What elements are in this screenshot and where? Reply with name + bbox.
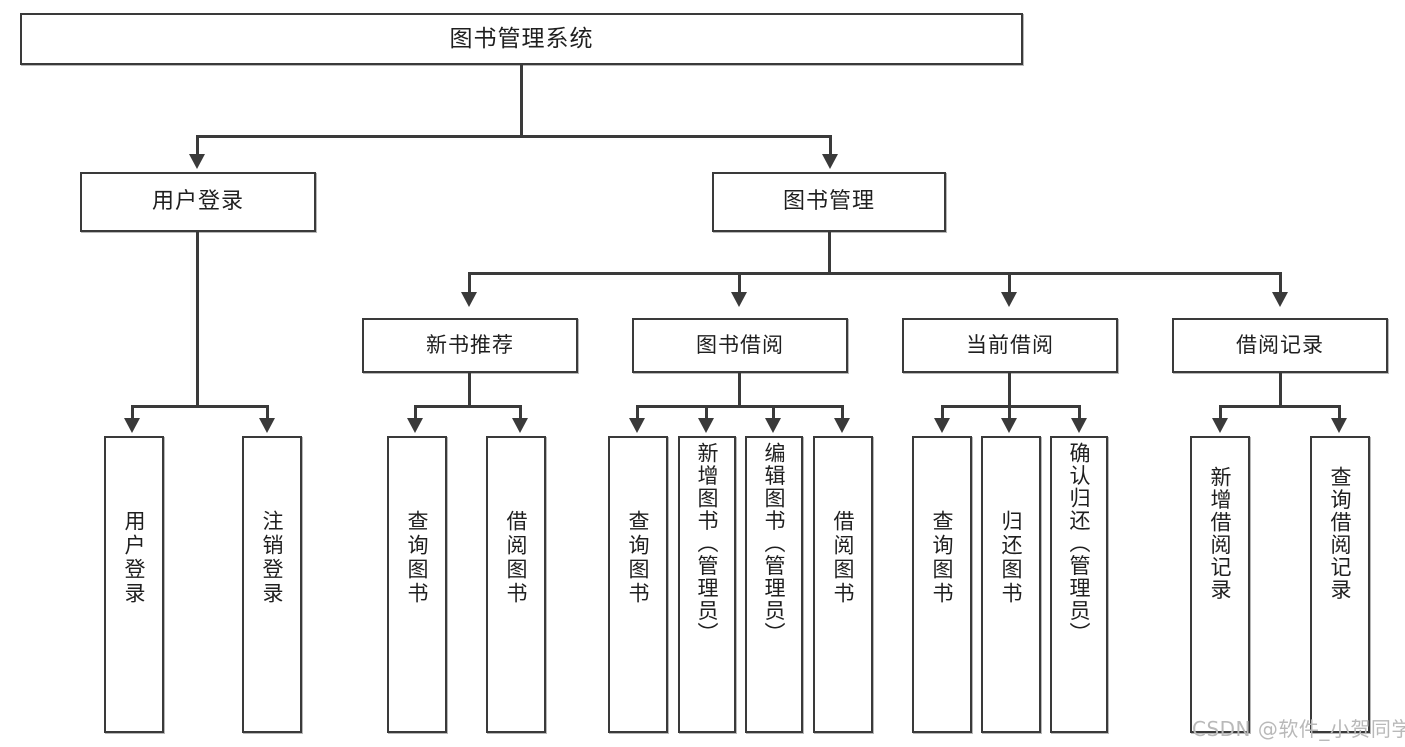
leaf-logout[interactable]: 注销登录 <box>242 436 302 733</box>
connector-level3-bus <box>468 272 1282 275</box>
connector-new-book-drop-1 <box>414 405 417 420</box>
connector-new-book-stem <box>468 373 471 407</box>
connector-book-borrow-bus <box>636 405 844 408</box>
arrow-to-leaf-borrow-book-2 <box>834 418 850 433</box>
csdn-watermark: CSDN @软件_小贺同学 <box>1192 717 1405 741</box>
arrow-to-borrow-records <box>1272 292 1288 307</box>
node-label: 当前借阅 <box>966 333 1054 358</box>
leaf-label: 查询图书 <box>626 510 651 606</box>
node-label: 用户登录 <box>151 189 244 215</box>
node-label: 新书推荐 <box>426 333 514 358</box>
arrow-to-leaf-logout <box>259 418 275 433</box>
leaf-label: 查询图书 <box>405 510 430 606</box>
connector-borrow-records-stem <box>1279 373 1282 407</box>
arrow-to-book-manage <box>822 154 838 169</box>
leaf-label: 确认归还（管理员） <box>1067 442 1092 645</box>
leaf-label: 用户登录 <box>122 510 147 606</box>
leaf-query-book-recommend[interactable]: 查询图书 <box>387 436 447 733</box>
arrow-to-current-borrow <box>1001 292 1017 307</box>
arrow-to-leaf-add-record <box>1212 418 1228 433</box>
connector-book-manage-stem <box>828 232 831 274</box>
leaf-edit-book-admin[interactable]: 编辑图书（管理员） <box>745 436 803 733</box>
connector-borrow-records-drop-1 <box>1219 405 1222 420</box>
connector-book-borrow-drop-4 <box>841 405 844 420</box>
leaf-label: 新增借阅记录 <box>1208 466 1233 601</box>
leaf-label: 查询图书 <box>930 510 955 606</box>
leaf-user-login[interactable]: 用户登录 <box>104 436 164 733</box>
arrow-to-leaf-query-book-2 <box>629 418 645 433</box>
connector-level3-drop-1 <box>468 272 471 294</box>
connector-user-login-drop-2 <box>266 405 269 420</box>
leaf-add-book-admin[interactable]: 新增图书（管理员） <box>678 436 736 733</box>
arrow-to-leaf-add-book <box>698 418 714 433</box>
leaf-borrow-book-recommend[interactable]: 借阅图书 <box>486 436 546 733</box>
leaf-confirm-return-admin[interactable]: 确认归还（管理员） <box>1050 436 1108 733</box>
connector-current-borrow-stem <box>1008 373 1011 407</box>
connector-root-drop-left <box>196 135 199 156</box>
arrow-to-leaf-query-book-1 <box>407 418 423 433</box>
node-label: 图书管理系统 <box>449 25 594 52</box>
node-label: 图书管理 <box>782 189 875 215</box>
node-root-system[interactable]: 图书管理系统 <box>20 13 1023 65</box>
node-label: 图书借阅 <box>696 333 784 358</box>
connector-root-drop-right <box>829 135 832 156</box>
connector-level3-drop-3 <box>1008 272 1011 294</box>
arrow-to-leaf-return-book <box>1001 418 1017 433</box>
connector-user-login-drop-1 <box>131 405 134 420</box>
node-current-borrow[interactable]: 当前借阅 <box>902 318 1118 373</box>
node-book-borrow[interactable]: 图书借阅 <box>632 318 848 373</box>
connector-book-borrow-drop-1 <box>636 405 639 420</box>
connector-current-borrow-drop-1 <box>941 405 944 420</box>
arrow-to-leaf-confirm-return <box>1071 418 1087 433</box>
connector-borrow-records-drop-2 <box>1338 405 1341 420</box>
leaf-query-book-current[interactable]: 查询图书 <box>912 436 972 733</box>
connector-book-borrow-stem <box>738 373 741 407</box>
connector-user-login-stem <box>196 232 199 407</box>
leaf-add-borrow-record[interactable]: 新增借阅记录 <box>1190 436 1250 733</box>
node-borrow-records[interactable]: 借阅记录 <box>1172 318 1388 373</box>
node-user-login[interactable]: 用户登录 <box>80 172 316 232</box>
leaf-label: 查询借阅记录 <box>1328 466 1353 601</box>
arrow-to-leaf-borrow-book-1 <box>512 418 528 433</box>
connector-book-borrow-drop-3 <box>772 405 775 420</box>
arrow-to-leaf-user-login <box>124 418 140 433</box>
leaf-query-borrow-record[interactable]: 查询借阅记录 <box>1310 436 1370 733</box>
connector-user-login-bus <box>131 405 268 408</box>
node-label: 借阅记录 <box>1236 333 1324 358</box>
leaf-label: 借阅图书 <box>831 510 856 606</box>
connector-current-borrow-bus <box>941 405 1081 408</box>
connector-current-borrow-drop-2 <box>1008 405 1011 420</box>
node-new-book-recommend[interactable]: 新书推荐 <box>362 318 578 373</box>
connector-level3-drop-4 <box>1279 272 1282 294</box>
connector-borrow-records-bus <box>1219 405 1341 408</box>
connector-new-book-bus <box>414 405 522 408</box>
leaf-return-book[interactable]: 归还图书 <box>981 436 1041 733</box>
leaf-label: 注销登录 <box>260 510 285 606</box>
leaf-borrow-book[interactable]: 借阅图书 <box>813 436 873 733</box>
connector-current-borrow-drop-3 <box>1078 405 1081 420</box>
arrow-to-leaf-query-book-3 <box>934 418 950 433</box>
arrow-to-book-borrow <box>731 292 747 307</box>
connector-new-book-drop-2 <box>519 405 522 420</box>
connector-book-borrow-drop-2 <box>705 405 708 420</box>
connector-root-stem <box>520 65 523 137</box>
connector-level3-drop-2 <box>738 272 741 294</box>
leaf-label: 新增图书（管理员） <box>695 442 720 645</box>
arrow-to-user-login <box>189 154 205 169</box>
leaf-label: 编辑图书（管理员） <box>762 442 787 645</box>
arrow-to-leaf-edit-book <box>765 418 781 433</box>
leaf-label: 借阅图书 <box>504 510 529 606</box>
arrow-to-leaf-query-record <box>1331 418 1347 433</box>
arrow-to-new-book <box>461 292 477 307</box>
connector-root-bus <box>196 135 832 138</box>
leaf-label: 归还图书 <box>999 510 1024 606</box>
leaf-query-book-borrow[interactable]: 查询图书 <box>608 436 668 733</box>
node-book-manage[interactable]: 图书管理 <box>712 172 946 232</box>
